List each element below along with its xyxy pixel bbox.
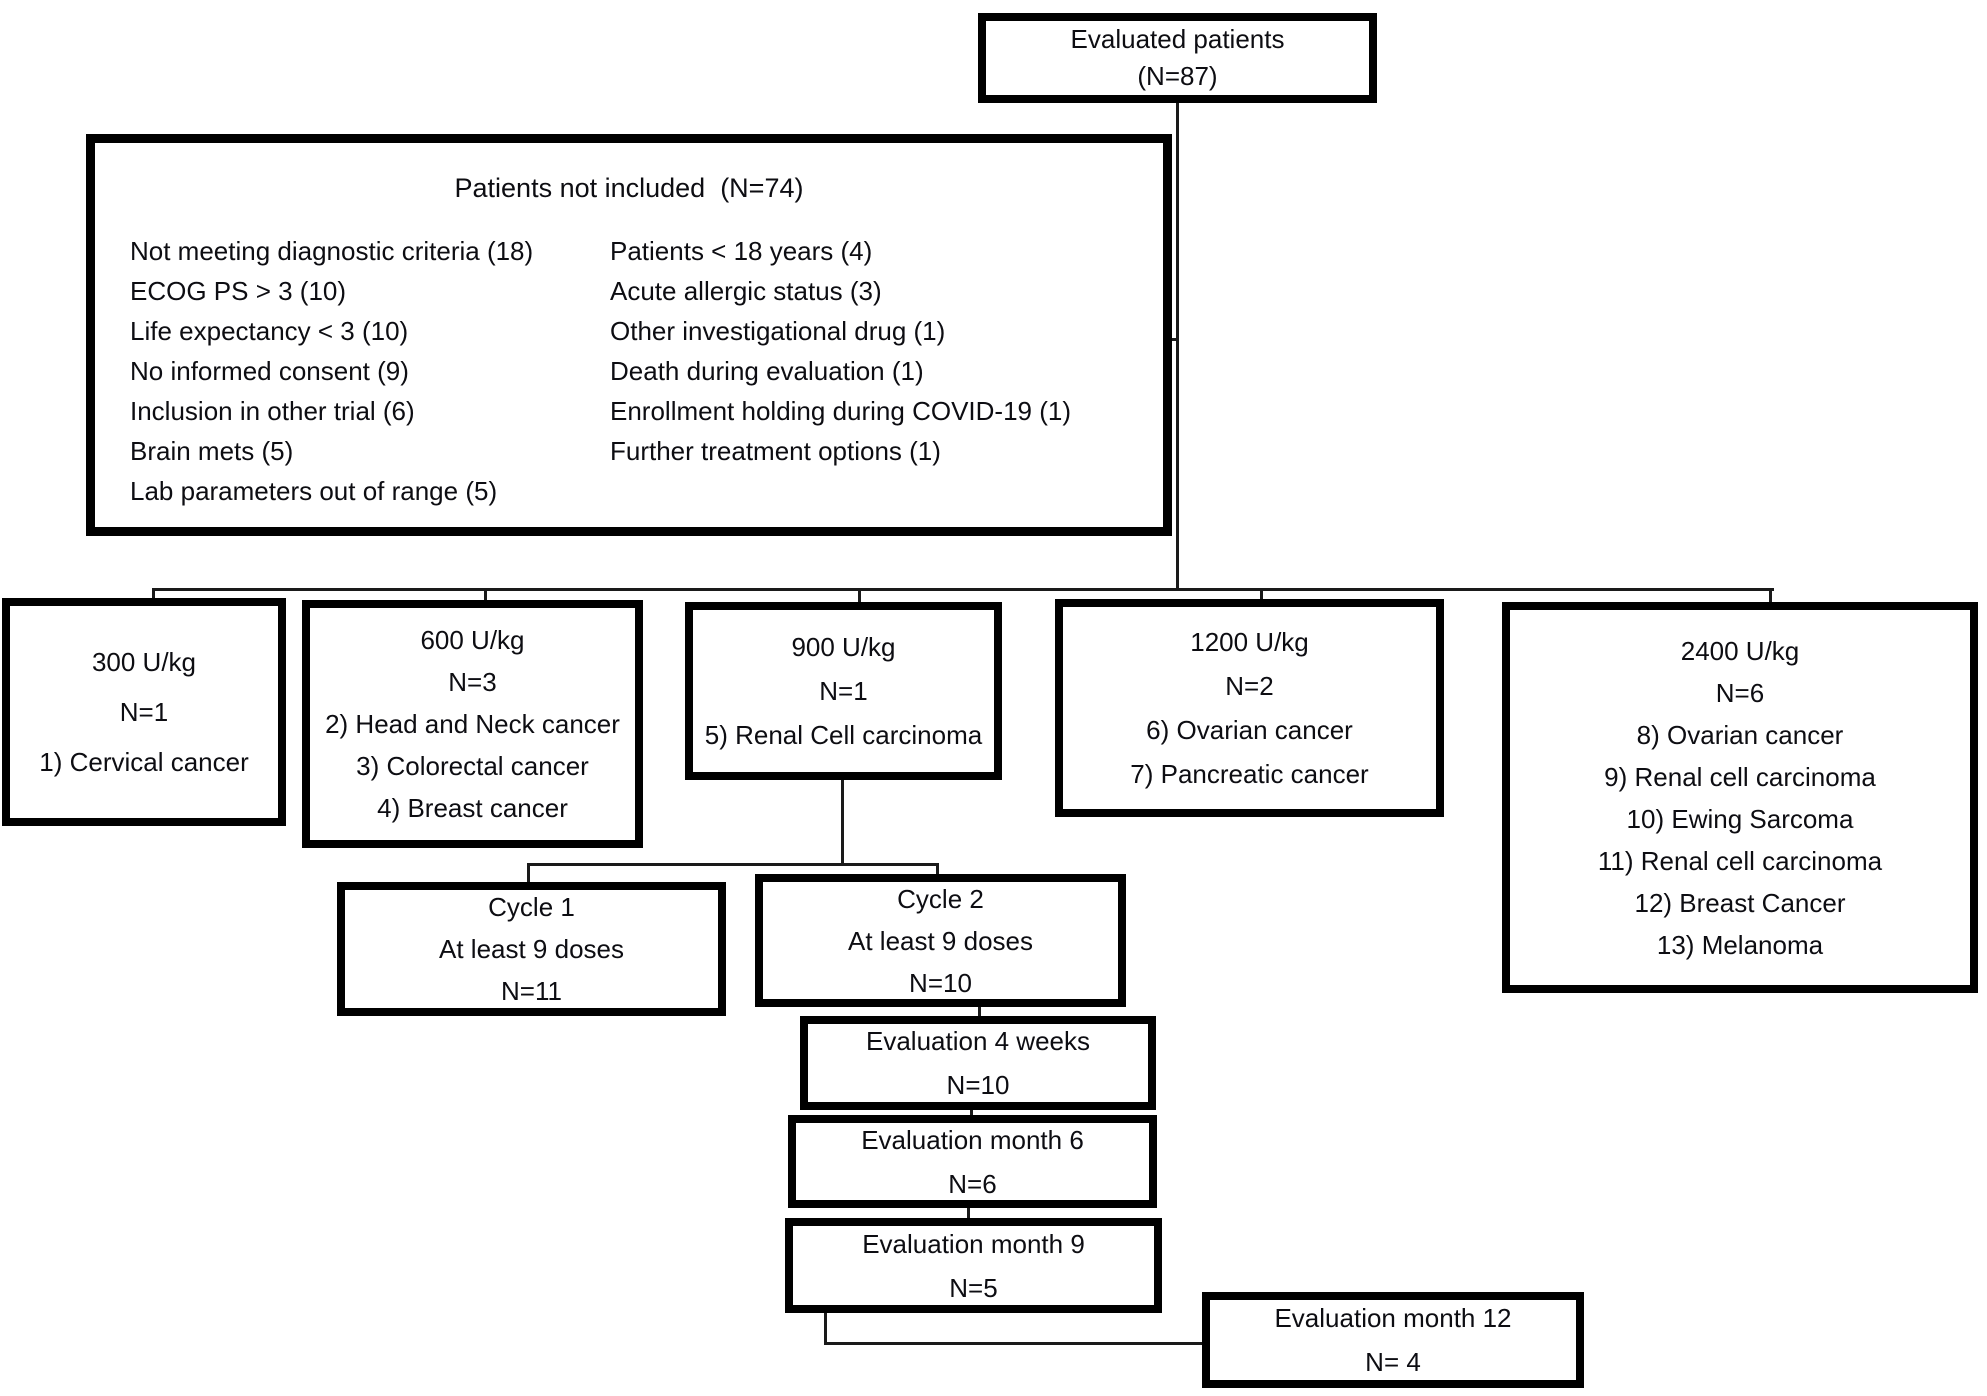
dose-item: 7) Pancreatic cancer: [1130, 759, 1369, 789]
connector-drop-cycle2: [936, 863, 939, 876]
dose-item: 12) Breast Cancer: [1634, 887, 1846, 918]
evaluation-label: Evaluation month 9: [862, 1228, 1085, 1259]
dose-item: 6) Ovarian cancer: [1146, 715, 1353, 745]
box-dose-1200: 1200 U/kg N=2 6) Ovarian cancer 7) Pancr…: [1055, 599, 1444, 817]
cycle-label: Cycle 1: [488, 892, 575, 922]
box-evaluated-patients: Evaluated patients (N=87): [978, 13, 1377, 103]
box-cycle-2: Cycle 2 At least 9 doses N=10: [755, 874, 1126, 1007]
box-evaluation-4-weeks: Evaluation 4 weeks N=10: [800, 1016, 1156, 1110]
box-cycle-1: Cycle 1 At least 9 doses N=11: [337, 882, 726, 1016]
dose-n: N=3: [448, 667, 497, 697]
connector-distribution-line: [152, 588, 1774, 591]
excluded-reason: ECOG PS > 3 (10): [130, 276, 347, 306]
evaluation-label: Evaluation month 6: [861, 1124, 1084, 1155]
dose-item: 1) Cervical cancer: [39, 747, 249, 777]
connector-excluded-notch: [1170, 338, 1179, 341]
excluded-reason: Acute allergic status (3): [610, 276, 882, 306]
excluded-reason: Lab parameters out of range (5): [130, 476, 498, 506]
connector-month6-month9: [967, 1206, 970, 1220]
dose-item: 8) Ovarian cancer: [1636, 719, 1844, 750]
dose-n: N=1: [819, 676, 868, 706]
excluded-reason: Inclusion in other trial (6): [130, 396, 415, 426]
evaluated-patients-label: Evaluated patients: [1070, 24, 1285, 54]
evaluation-n: N=10: [946, 1070, 1010, 1100]
excluded-reason: Enrollment holding during COVID-19 (1): [610, 396, 1071, 426]
dose-label: 2400 U/kg: [1680, 635, 1800, 666]
excluded-title: Patients not included (N=74): [454, 173, 804, 203]
connector-eval4w-month6: [970, 1108, 973, 1117]
cycle-n: N=11: [501, 976, 562, 1006]
excluded-reason: Death during evaluation (1): [610, 356, 924, 386]
connector-cycle2-eval4w: [978, 1005, 981, 1018]
dose-item: 2) Head and Neck cancer: [325, 709, 620, 739]
dose-item: 13) Melanoma: [1656, 929, 1824, 960]
dose-item: 4) Breast cancer: [377, 793, 568, 823]
excluded-reason: Brain mets (5): [130, 436, 294, 466]
connector-cycle-branch: [527, 863, 939, 866]
evaluation-n: N=5: [949, 1272, 998, 1303]
box-dose-2400: 2400 U/kg N=6 8) Ovarian cancer 9) Renal…: [1502, 602, 1978, 993]
excluded-reason: Not meeting diagnostic criteria (18): [130, 236, 534, 266]
connector-month9-down: [824, 1311, 827, 1345]
evaluated-patients-n: (N=87): [1137, 61, 1218, 91]
evaluation-n: N= 4: [1365, 1347, 1421, 1377]
connector-drop-2400: [1769, 588, 1772, 604]
box-dose-600: 600 U/kg N=3 2) Head and Neck cancer 3) …: [302, 600, 643, 848]
evaluation-n: N=6: [948, 1168, 997, 1199]
box-dose-900: 900 U/kg N=1 5) Renal Cell carcinoma: [685, 602, 1002, 780]
dose-label: 300 U/kg: [91, 647, 197, 677]
box-patients-not-included: Patients not included (N=74) Not meeting…: [86, 134, 1172, 536]
connector-drop-1200: [1260, 588, 1263, 601]
dose-item: 9) Renal cell carcinoma: [1604, 761, 1876, 792]
connector-month12-in: [824, 1342, 1204, 1345]
excluded-reason: Life expectancy < 3 (10): [130, 316, 409, 346]
cycle-doses: At least 9 doses: [848, 925, 1033, 956]
excluded-reason: No informed consent (9): [130, 356, 409, 386]
box-evaluation-month-9: Evaluation month 9 N=5: [785, 1218, 1162, 1313]
dose-item: 11) Renal cell carcinoma: [1597, 845, 1883, 876]
connector-drop-300: [152, 588, 155, 600]
cycle-n: N=10: [909, 967, 972, 998]
dose-label: 900 U/kg: [791, 632, 896, 662]
dose-label: 600 U/kg: [420, 625, 525, 655]
connector-drop-600: [484, 588, 487, 602]
dose-item: 10) Ewing Sarcoma: [1626, 803, 1854, 834]
box-evaluation-month-6: Evaluation month 6 N=6: [788, 1115, 1157, 1208]
connector-900-down: [841, 778, 844, 866]
dose-item: 5) Renal Cell carcinoma: [704, 720, 983, 750]
dose-item: 3) Colorectal cancer: [356, 751, 589, 781]
cycle-doses: At least 9 doses: [439, 934, 624, 964]
connector-drop-cycle1: [527, 863, 530, 884]
dose-label: 1200 U/kg: [1190, 627, 1309, 657]
box-dose-300: 300 U/kg N=1 1) Cervical cancer: [2, 598, 286, 826]
excluded-reason: Patients < 18 years (4): [610, 236, 873, 266]
connector-main-spine: [1176, 103, 1179, 590]
box-evaluation-month-12: Evaluation month 12 N= 4: [1202, 1292, 1584, 1388]
dose-n: N=2: [1225, 671, 1274, 701]
excluded-reasons-right: Patients < 18 years (4) Acute allergic s…: [610, 231, 1071, 471]
excluded-reason: Further treatment options (1): [610, 436, 941, 466]
excluded-reasons-left: Not meeting diagnostic criteria (18) ECO…: [130, 231, 533, 511]
dose-n: N=1: [119, 697, 169, 727]
excluded-reason: Other investigational drug (1): [610, 316, 946, 346]
evaluation-label: Evaluation month 12: [1274, 1303, 1512, 1333]
dose-n: N=6: [1715, 677, 1765, 708]
connector-drop-900: [858, 588, 861, 604]
evaluation-label: Evaluation 4 weeks: [865, 1026, 1091, 1056]
cycle-label: Cycle 2: [897, 883, 984, 914]
